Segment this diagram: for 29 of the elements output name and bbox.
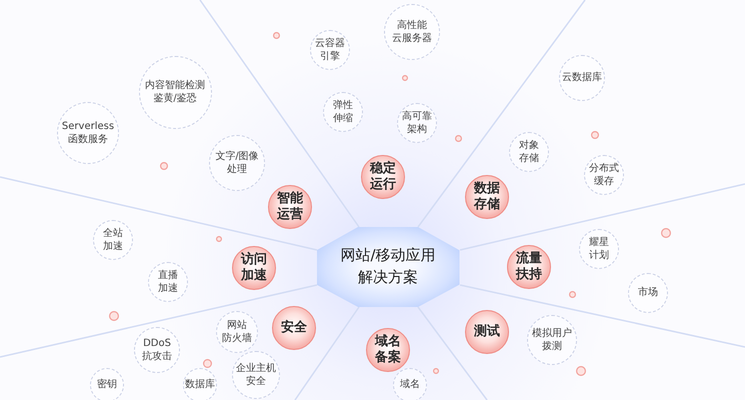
feature-circle: Serverless函数服务 — [57, 102, 119, 164]
topic-circle: 稳定运行 — [361, 155, 405, 199]
feature-circle: 内容智能检测鉴黄/鉴恐 — [138, 56, 212, 128]
feature-circle: 云容器引擎 — [310, 30, 350, 70]
feature-circle: 直播加速 — [148, 262, 188, 302]
topic-circle: 安全 — [272, 306, 316, 350]
feature-circle: 模拟用户拨测 — [527, 315, 577, 365]
feature-circle: 云数据库 — [559, 55, 605, 101]
topic-circle: 数据存储 — [465, 175, 509, 219]
feature-circle: 对象存储 — [509, 132, 549, 172]
feature-circle: 全站加速 — [93, 220, 133, 260]
topic-circle: 流量扶持 — [507, 245, 551, 289]
feature-circle: DDoS抗攻击 — [134, 327, 180, 373]
feature-circle: 分布式缓存 — [584, 155, 624, 195]
feature-circle: 高可靠架构 — [397, 103, 437, 143]
feature-circle: 数据库 — [183, 368, 217, 400]
topic-circle: 智能运营 — [268, 185, 312, 229]
topic-circle: 访问加速 — [232, 246, 276, 290]
feature-circle: 企业主机安全 — [232, 351, 280, 399]
feature-circle: 文字/图像处理 — [209, 135, 265, 191]
feature-circle: 高性能云服务器 — [384, 4, 440, 60]
feature-circle: 弹性伸缩 — [323, 92, 363, 132]
feature-circle: 耀星计划 — [579, 229, 619, 269]
feature-circle: 域名 — [393, 368, 427, 400]
topic-circle: 测试 — [465, 310, 509, 354]
topic-circle: 域名备案 — [366, 328, 410, 372]
feature-circle: 市场 — [628, 273, 668, 313]
feature-circle: 网站防火墙 — [216, 311, 258, 353]
feature-circle: 密钥 — [90, 368, 124, 400]
